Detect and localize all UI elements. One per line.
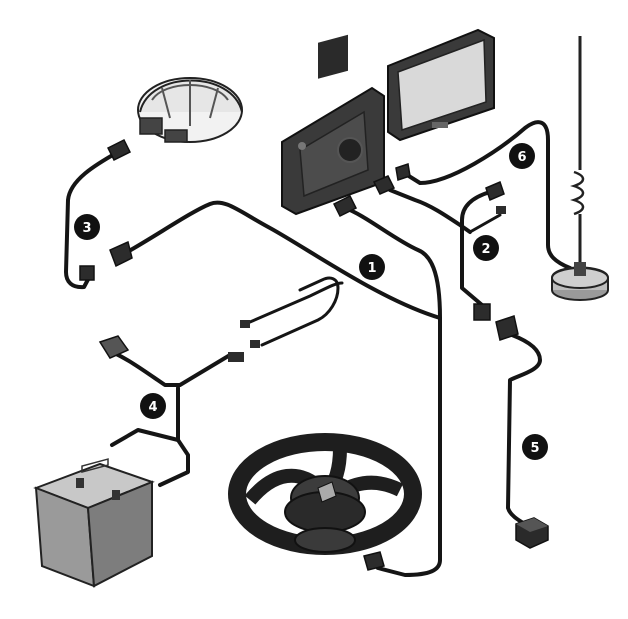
- connector-right-5: [473, 303, 519, 341]
- cable-6: [402, 120, 572, 270]
- display-front: [387, 28, 495, 142]
- callout-3: 3: [74, 214, 100, 240]
- cable-1: [118, 200, 442, 577]
- callout-6-label: 6: [517, 150, 526, 165]
- cable-4-battery: [158, 438, 190, 487]
- callout-6: 6: [509, 143, 535, 169]
- callout-2: 2: [473, 235, 499, 261]
- callout-5: 5: [522, 434, 548, 460]
- callout-3-label: 3: [82, 221, 91, 236]
- sensor-module: [515, 517, 549, 549]
- cable-5: [506, 333, 542, 526]
- callout-1-label: 1: [367, 261, 376, 276]
- steering-wheel: [228, 433, 422, 555]
- callout-4-label: 4: [148, 400, 157, 415]
- cable-4: [110, 350, 232, 387]
- cable-1-branch-left: [248, 281, 344, 324]
- callout-4: 4: [140, 393, 166, 419]
- display-connector-a: [332, 194, 358, 218]
- steering-connector: [363, 551, 385, 571]
- connector-right-2: [485, 180, 506, 214]
- power-plug: [98, 335, 130, 359]
- display-connector-b: [372, 175, 396, 195]
- callout-2-label: 2: [481, 242, 490, 257]
- radio-antenna: [551, 36, 609, 301]
- gnss-receiver: [137, 77, 243, 143]
- cable-3: [64, 150, 120, 290]
- cable-2-vertical: [460, 190, 492, 307]
- connector-left-1: [109, 240, 133, 268]
- cable-2-small: [468, 213, 502, 234]
- callout-1: 1: [359, 254, 385, 280]
- cable-2: [388, 188, 472, 234]
- connector-left-3: [79, 265, 95, 281]
- display-back: [281, 34, 385, 216]
- gnss-cable-connector: [106, 138, 132, 162]
- connector-mid-1: [228, 320, 260, 362]
- callout-5-label: 5: [530, 441, 539, 456]
- cable-1-loop: [260, 276, 340, 347]
- display-connector-c: [395, 163, 411, 181]
- cable-1-branch-display: [343, 206, 442, 320]
- cable-4-down: [110, 386, 180, 447]
- battery: [33, 458, 155, 588]
